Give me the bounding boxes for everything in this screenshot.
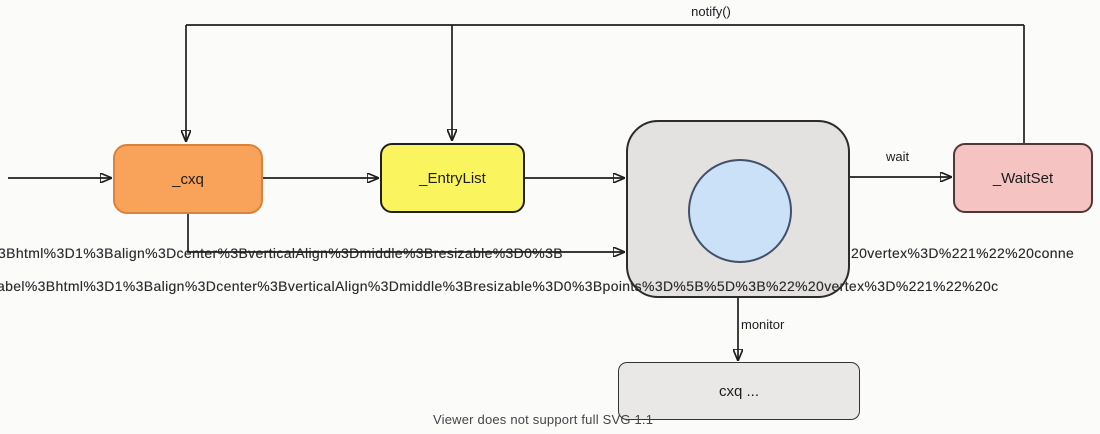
entrylist-node-label: _EntryList: [419, 169, 486, 187]
entrylist-node: _EntryList: [380, 143, 525, 213]
monitor-node: [626, 120, 850, 298]
cxq-node-label: _cxq: [172, 170, 204, 188]
cxq-list-node-label: cxq ...: [718, 382, 759, 400]
viewer-warning-text: Viewer does not support full SVG 1.1: [433, 412, 654, 427]
wait-edge-label: wait: [886, 149, 910, 164]
encoded-style-text-line1-left: 3Bhtml%3D1%3Balign%3Dcenter%3BverticalAl…: [0, 245, 563, 261]
waitset-node: _WaitSet: [953, 143, 1093, 213]
waitset-node-label: _WaitSet: [992, 169, 1054, 187]
cxq-node: _cxq: [113, 144, 263, 214]
owner-circle: [688, 159, 792, 263]
encoded-style-text-line1-right: 20vertex%3D%221%22%20conne: [851, 245, 1075, 261]
cxq-list-node: cxq ...: [618, 362, 860, 420]
notify-edge-label: notify(): [691, 4, 731, 19]
monitor-edge-label: monitor: [741, 317, 785, 332]
encoded-style-text-line2: abel%3Bhtml%3D1%3Balign%3Dcenter%3Bverti…: [0, 278, 999, 294]
